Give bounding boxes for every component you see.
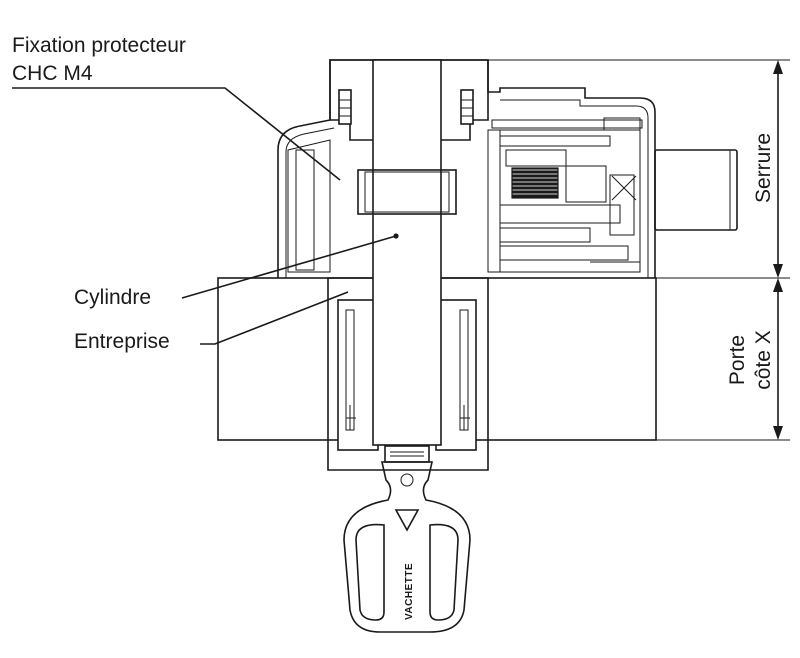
label-porte-line1: Porte — [726, 335, 749, 385]
lock-case-body — [287, 59, 501, 273]
key: VACHETTE — [343, 445, 471, 633]
lock-housing — [277, 59, 656, 278]
leader-lines — [12, 87, 397, 345]
lock-bolt — [654, 149, 738, 231]
protector-screw-right — [460, 89, 474, 125]
label-cylindre: Cylindre — [74, 286, 151, 309]
label-fixation-line1: Fixation protecteur — [12, 34, 186, 57]
label-porte-line2: côte X — [752, 330, 775, 390]
label-serrure: Serrure — [752, 133, 775, 203]
protector-screw-left — [338, 89, 352, 125]
dimension-porte — [656, 278, 790, 441]
label-entreprise: Entreprise — [74, 330, 170, 353]
dimension-serrure — [488, 59, 790, 279]
lock-mechanism — [499, 117, 641, 273]
key-brand-text: VACHETTE — [404, 563, 415, 620]
label-fixation-line2: CHC M4 — [12, 62, 93, 85]
cylinder-lower-body — [327, 277, 489, 471]
cylinder-plug — [357, 59, 457, 446]
